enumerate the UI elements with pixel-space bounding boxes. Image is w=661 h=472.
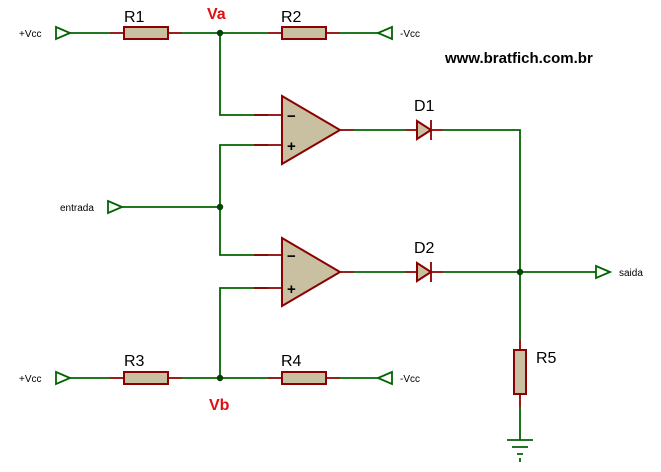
label-r1: R1 <box>124 9 145 26</box>
diode-d2 <box>405 261 443 283</box>
resistor-r3 <box>110 371 182 385</box>
label-output: saida <box>619 268 643 279</box>
node-label-vb: Vb <box>209 397 230 414</box>
terminal-vcc-neg-bottom <box>375 370 393 386</box>
label-r4: R4 <box>281 353 302 370</box>
terminal-input <box>107 199 125 215</box>
website-label: www.bratfich.com.br <box>444 50 593 67</box>
diode-d1 <box>405 119 443 141</box>
label-vcc-pos-bottom: +Vcc <box>19 374 42 385</box>
ground-symbol <box>507 439 533 462</box>
terminal-output <box>595 264 613 280</box>
label-r5: R5 <box>536 350 557 367</box>
terminal-vcc-pos-top <box>55 25 73 41</box>
terminal-vcc-neg-top <box>375 25 393 41</box>
label-vcc-neg-top: -Vcc <box>400 29 420 40</box>
node-label-va: Va <box>207 6 226 23</box>
junction-vb <box>216 374 224 382</box>
opamp-top-inverting-sign: − <box>287 108 296 125</box>
opamp-bottom: − + <box>254 236 354 308</box>
label-vcc-pos-top: +Vcc <box>19 29 42 40</box>
label-d2: D2 <box>414 240 435 257</box>
label-input: entrada <box>60 203 94 214</box>
label-vcc-neg-bottom: -Vcc <box>400 374 420 385</box>
resistor-r4 <box>268 371 340 385</box>
terminal-vcc-pos-bottom <box>55 370 73 386</box>
junction-va <box>216 29 224 37</box>
label-d1: D1 <box>414 98 435 115</box>
opamp-top: − + <box>254 94 354 166</box>
opamp-top-noninverting-sign: + <box>287 138 296 155</box>
junction-output <box>516 268 524 276</box>
junction-input <box>216 203 224 211</box>
opamp-bottom-inverting-sign: − <box>287 248 296 265</box>
resistor-r2 <box>268 26 340 40</box>
resistor-r5 <box>513 340 527 407</box>
label-r2: R2 <box>281 9 302 26</box>
resistor-r1 <box>110 26 182 40</box>
label-r3: R3 <box>124 353 145 370</box>
opamp-bottom-noninverting-sign: + <box>287 281 296 298</box>
